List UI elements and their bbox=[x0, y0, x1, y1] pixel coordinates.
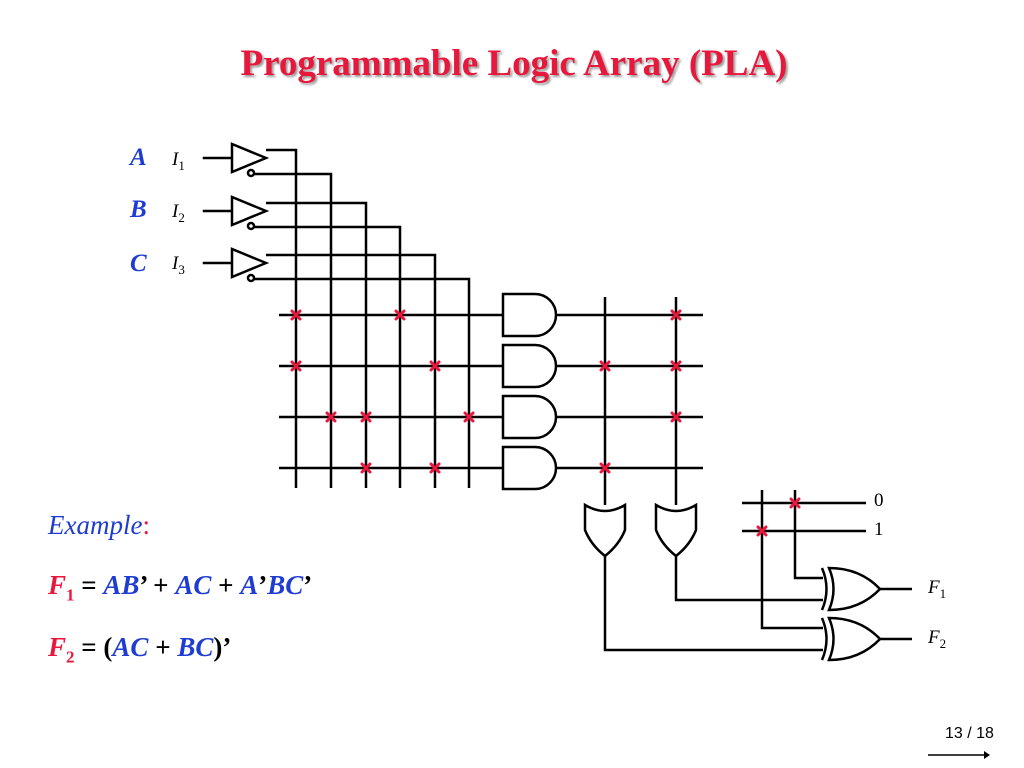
connection-mark bbox=[599, 360, 611, 372]
input-label-i3: I3 bbox=[172, 253, 185, 277]
input-buffer-1 bbox=[230, 142, 270, 178]
connection-mark bbox=[290, 360, 302, 372]
connection-mark bbox=[325, 411, 337, 423]
input-name-a: A bbox=[130, 144, 147, 171]
and-gate-2 bbox=[501, 343, 558, 389]
input-buffer-3 bbox=[230, 247, 270, 283]
connection-mark bbox=[670, 360, 682, 372]
constant-one: 1 bbox=[874, 519, 884, 540]
connection-mark bbox=[670, 309, 682, 321]
output-label-f2: F2 bbox=[928, 627, 947, 651]
connection-mark bbox=[429, 462, 441, 474]
connection-mark bbox=[360, 411, 372, 423]
connection-mark bbox=[394, 309, 406, 321]
input-name-b: B bbox=[130, 196, 147, 223]
example-heading: Example: bbox=[48, 510, 150, 540]
or-gate-1 bbox=[583, 502, 627, 558]
input-buffer-2 bbox=[230, 195, 270, 231]
connection-mark bbox=[290, 309, 302, 321]
and-gate-4 bbox=[501, 445, 558, 491]
output-label-f1: F1 bbox=[928, 577, 947, 601]
input-label-i2: I2 bbox=[172, 201, 185, 225]
connection-mark bbox=[599, 462, 611, 474]
equation-f1: F1 = AB’ + AC + A’BC’ bbox=[48, 570, 313, 605]
page-title: Programmable Logic Array (PLA) bbox=[240, 43, 788, 84]
input-label-i1: I1 bbox=[172, 149, 185, 173]
connection-mark bbox=[360, 462, 372, 474]
and-gate-3 bbox=[501, 394, 558, 440]
connection-mark bbox=[463, 411, 475, 423]
page-number: 13 / 18 bbox=[945, 725, 994, 742]
equation-f2: F2 = (AC + BC)’ bbox=[48, 632, 232, 667]
xor-gate-2 bbox=[827, 616, 882, 662]
next-arrow-icon[interactable] bbox=[928, 748, 990, 760]
connection-mark bbox=[670, 411, 682, 423]
connection-mark bbox=[789, 497, 801, 509]
connection-mark bbox=[429, 360, 441, 372]
input-name-c: C bbox=[130, 250, 147, 277]
constant-zero: 0 bbox=[874, 490, 884, 511]
and-gate-1 bbox=[501, 292, 558, 338]
or-gate-2 bbox=[654, 502, 698, 558]
connection-mark bbox=[756, 525, 768, 537]
xor-gate-1 bbox=[827, 566, 882, 612]
